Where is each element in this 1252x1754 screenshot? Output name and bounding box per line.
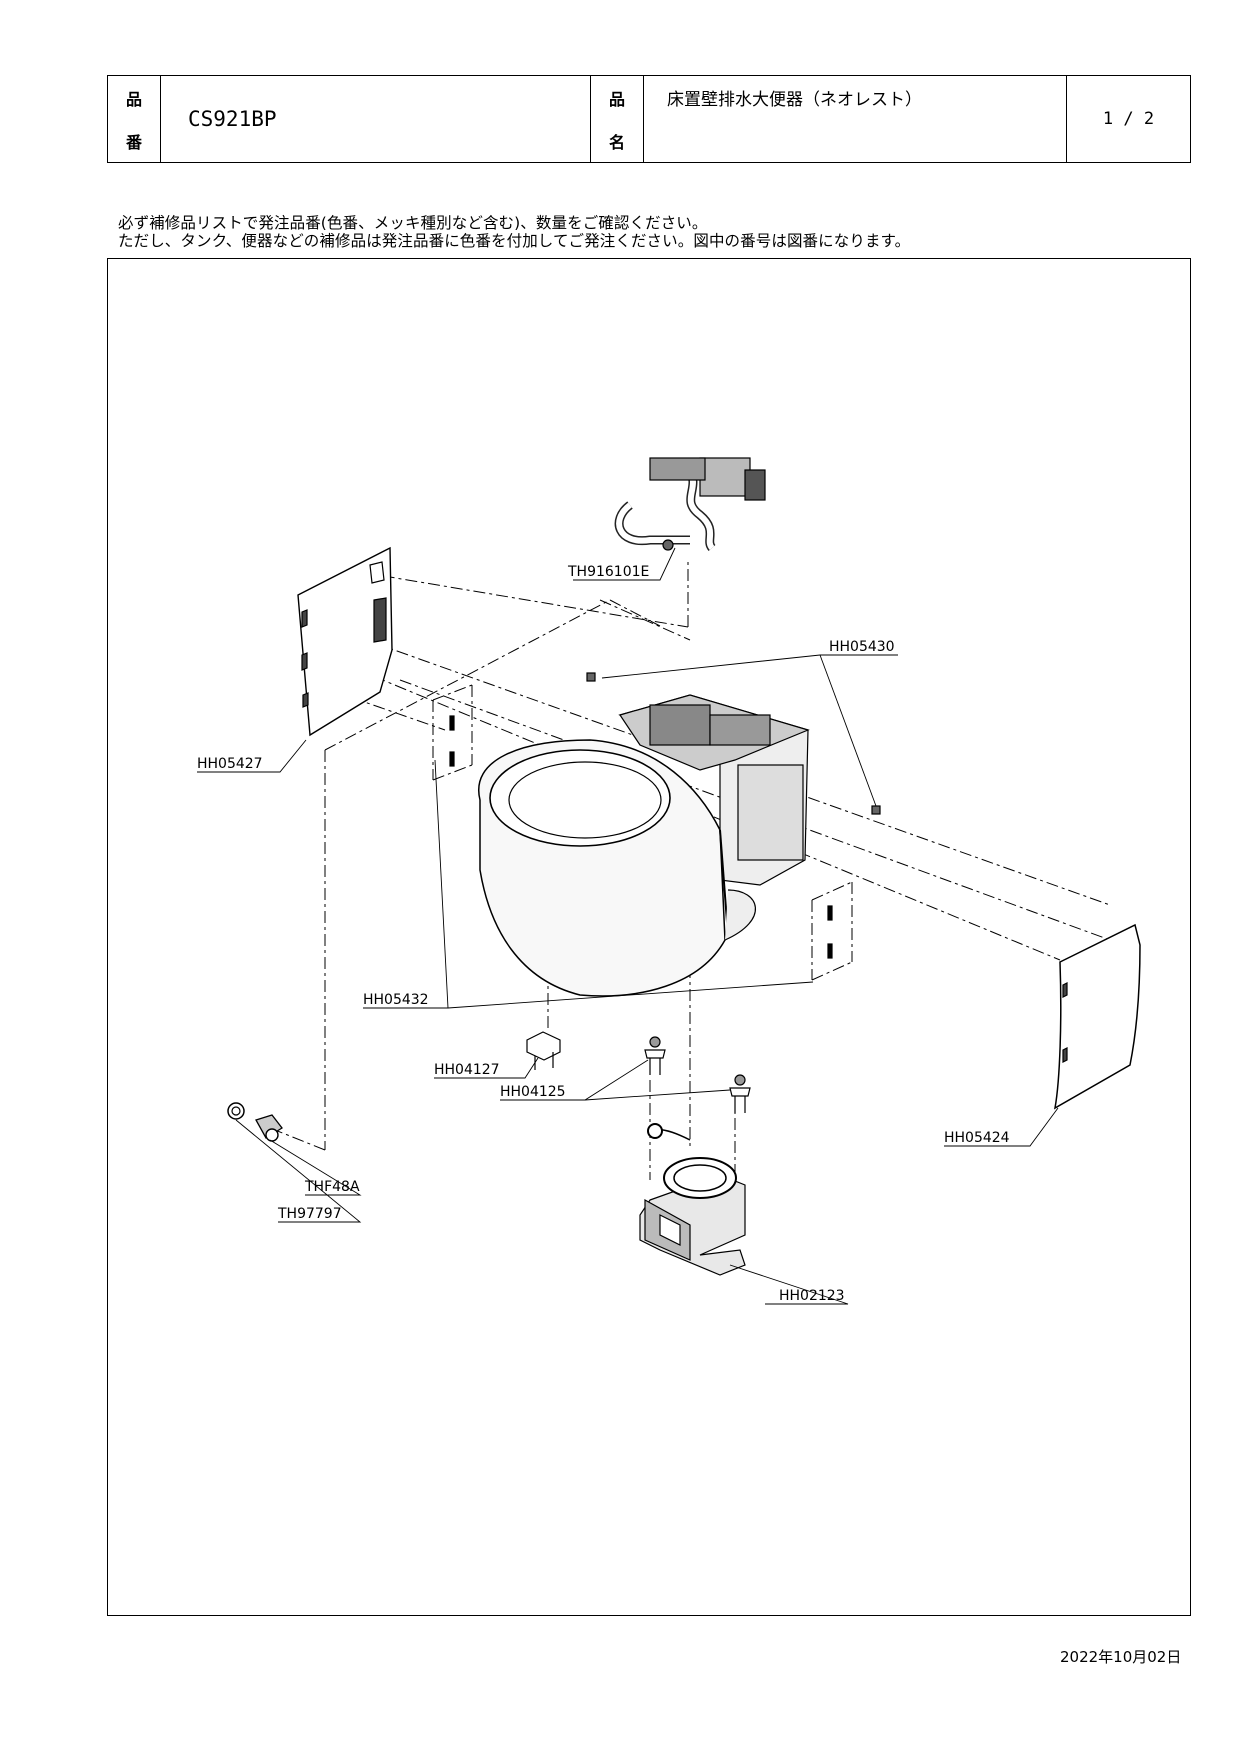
part-label-th97797: TH97797 [277, 1206, 342, 1222]
right-side-panel [1053, 923, 1141, 1110]
page-number: 1 / 2 [1102, 109, 1155, 129]
part-label-hh05424: HH05424 [944, 1130, 1010, 1146]
diagram-frame [107, 258, 1191, 1616]
title-block: 品 番 CS921BP 品 名 床置壁排水大便器（ネオレスト） 1 / 2 [107, 75, 1191, 163]
part-label-hh04125: HH04125 [500, 1084, 566, 1100]
part-number: CS921BP [161, 76, 591, 162]
fixing-bracket [526, 1031, 561, 1070]
product-name-label: 品 名 [591, 76, 644, 162]
anchor-bolts [644, 1036, 751, 1113]
part-label-hh02123: HH02123 [779, 1288, 845, 1304]
part-label-hh05427: HH05427 [197, 756, 263, 772]
part-callouts: TH916101E HH05430 HH05427 HH05432 HH0412… [197, 564, 1010, 1304]
part-label-th916101e: TH916101E [567, 564, 649, 580]
flush-valve-assembly [614, 457, 766, 551]
part-label-thf48a: THF48A [304, 1179, 360, 1195]
part-label-hh05432: HH05432 [363, 992, 429, 1008]
product-name: 床置壁排水大便器（ネオレスト） [644, 76, 1067, 162]
part-number-label-bottom: 番 [125, 132, 142, 152]
left-side-panel [297, 546, 393, 737]
leader-lines [197, 547, 1059, 1305]
part-number-label: 品 番 [108, 76, 161, 162]
drain-socket [639, 1123, 746, 1276]
product-name-label-bottom: 名 [608, 132, 625, 152]
toilet-bowl [477, 694, 810, 997]
part-number-label-top: 品 [125, 89, 142, 109]
issue-date: 2022年10月02日 [1060, 1648, 1182, 1666]
connector-parts [227, 1102, 283, 1142]
product-name-label-top: 品 [608, 89, 625, 109]
part-label-hh05430: HH05430 [829, 639, 895, 655]
note-line-2: ただし、タンク、便器などの補修品は発注品番に色番を付加してご発注ください。図中の… [118, 232, 911, 250]
note-line-1: 必ず補修品リストで発注品番(色番、メッキ種別など含む)、数量をご確認ください。 [118, 214, 708, 232]
cushion-pads [449, 672, 881, 959]
part-label-hh04127: HH04127 [434, 1062, 500, 1078]
